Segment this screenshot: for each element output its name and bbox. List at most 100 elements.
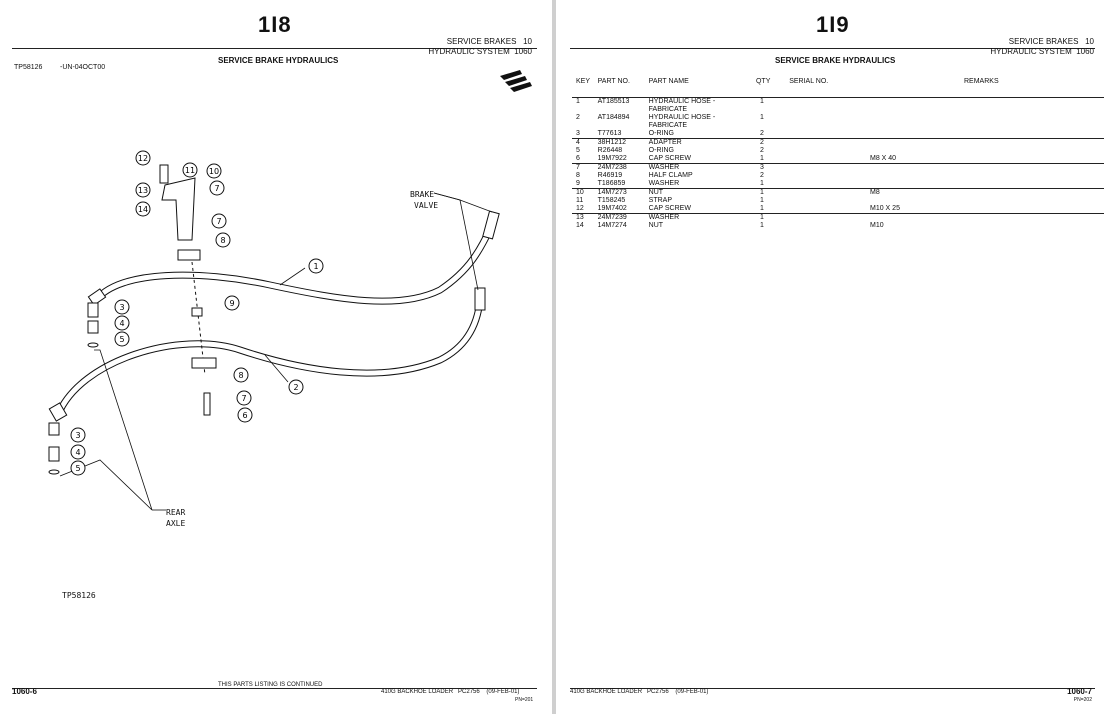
cell-part-no: R46919: [597, 172, 623, 179]
cell-part-no: AT185513: [597, 97, 649, 114]
cell-part-no: 19M7402: [597, 205, 627, 212]
pn-number: PN=202: [1073, 697, 1092, 703]
parts-table: KEY PART NO. PART NAME QTY SERIAL NO. RE…: [572, 78, 1104, 230]
group-heading: HYDRAULIC SYSTEM 1060: [990, 47, 1094, 56]
cell-serial-no: [789, 163, 844, 172]
page-index: 1I8: [258, 12, 292, 37]
svg-text:7: 7: [241, 394, 246, 403]
callout-5: 5: [114, 331, 130, 347]
callout-9: 9: [224, 295, 240, 311]
callout-8b: 8: [233, 367, 249, 383]
svg-text:10: 10: [209, 167, 219, 176]
cell-key: 7: [572, 163, 598, 172]
footer-rule: [12, 688, 537, 689]
callout-4: 4: [114, 315, 130, 331]
group-heading: HYDRAULIC SYSTEM 1060: [428, 47, 532, 56]
callout-8: 8: [215, 232, 231, 248]
cell-remarks: [844, 197, 1104, 205]
cell-part-no: 38H1212: [597, 138, 649, 147]
cell-part-name: HALF CLAMP: [648, 172, 693, 179]
cell-qty: 1: [759, 222, 764, 229]
cell-part-no: T77613: [597, 130, 622, 137]
right-page: 1I9 SERVICE BRAKES 10 HYDRAULIC SYSTEM 1…: [556, 0, 1104, 714]
cell-remarks: [844, 147, 1104, 155]
cell-serial-no: [789, 155, 844, 164]
page-title: SERVICE BRAKE HYDRAULICS: [218, 56, 339, 65]
cell-remarks: M10 X 25: [870, 205, 900, 212]
callout-10: 10: [206, 163, 222, 179]
cell-part-name: STRAP: [648, 197, 673, 204]
label-rear-axle-line1: REAR: [166, 508, 185, 517]
cell-key: 14: [576, 222, 584, 229]
cell-key: 4: [572, 138, 598, 147]
cell-key: 1: [572, 97, 598, 114]
cell-part-name: ADAPTER: [648, 138, 750, 147]
svg-text:7: 7: [216, 217, 221, 226]
cell-part-name: O-RING: [648, 147, 674, 154]
orientation-arrow-icon: [500, 70, 532, 92]
cell-qty: 3: [749, 163, 790, 172]
callout-14: 14: [135, 201, 151, 217]
page-gutter: [552, 0, 556, 714]
svg-text:9: 9: [229, 299, 234, 308]
cell-serial-no: [789, 97, 844, 114]
cell-key: 8: [576, 172, 580, 179]
cell-part-name: WASHER: [648, 163, 750, 172]
cell-part-no: 24M7238: [597, 163, 649, 172]
machine-info: 410G BACKHOE LOADER PC2756 (09-FEB-01): [381, 689, 519, 695]
callout-7: 7: [209, 180, 225, 196]
svg-text:7: 7: [214, 184, 219, 193]
svg-text:2: 2: [293, 383, 298, 392]
catalog-number: PC2756: [458, 689, 480, 695]
cell-serial-no: [789, 188, 844, 197]
cell-part-no: 19M7922: [597, 155, 627, 162]
cell-serial-no: [789, 172, 844, 180]
cell-qty: 2: [759, 172, 764, 179]
cell-serial-no: [789, 213, 844, 222]
cell-remarks: M8 X 40: [870, 155, 897, 162]
machine-model: 410G BACKHOE LOADER: [570, 689, 643, 695]
svg-text:11: 11: [185, 166, 195, 175]
callout-13: 13: [135, 182, 151, 198]
callout-11: 11: [182, 162, 198, 178]
col-remarks: REMARKS: [964, 78, 999, 85]
section-number: 10: [523, 37, 532, 46]
figure-id: TP58126: [14, 64, 43, 71]
group-number: 1060: [1076, 47, 1094, 56]
svg-text:4: 4: [75, 448, 80, 457]
cell-remarks: [844, 172, 1104, 180]
cell-remarks: [844, 163, 1104, 172]
svg-text:14: 14: [138, 205, 148, 214]
cell-qty: 1: [759, 180, 764, 187]
cell-remarks: M8: [844, 188, 1104, 197]
cell-serial-no: [789, 114, 844, 130]
col-part-no: PART NO.: [597, 78, 630, 85]
cell-serial-no: [789, 180, 844, 189]
catalog-number: PC2756: [647, 689, 669, 695]
group-name: HYDRAULIC SYSTEM: [428, 47, 510, 56]
publication-date: (09-FEB-01): [675, 689, 709, 695]
cell-remarks: [844, 114, 1104, 130]
cell-key: 10: [572, 188, 598, 197]
cell-qty: 1: [749, 188, 790, 197]
cell-serial-no: [789, 147, 844, 155]
cell-part-name: NUT: [648, 222, 664, 229]
figure-date: -UN-04OCT00: [60, 64, 106, 71]
cell-key: 5: [576, 147, 580, 154]
pn-number: PN=201: [515, 697, 534, 703]
cell-qty: 2: [759, 147, 764, 154]
cell-part-name: O-RING: [648, 130, 674, 137]
page-title: SERVICE BRAKE HYDRAULICS: [775, 56, 896, 65]
cell-part-no: T158245: [597, 197, 626, 204]
exploded-parts-diagram: 12 11 10 7 13 14 7 8 1 3 4 5 9 8 2 7 6 3…: [48, 70, 532, 600]
machine-model: 410G BACKHOE LOADER: [381, 689, 454, 695]
cell-part-no: T186859: [597, 180, 626, 187]
